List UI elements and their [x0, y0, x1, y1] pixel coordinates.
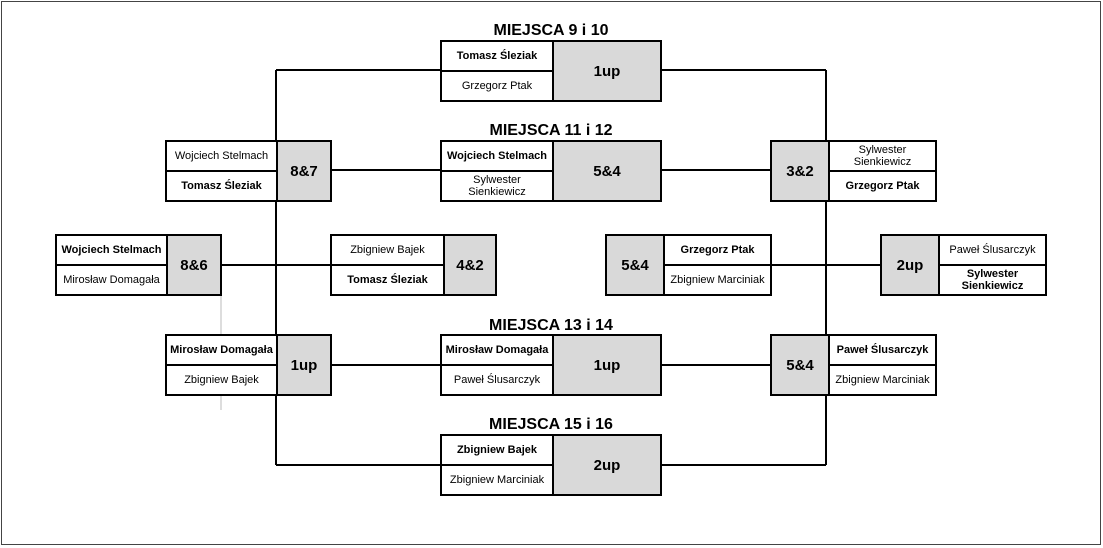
match-score: 8&7: [276, 142, 330, 200]
match-player-winner: Wojciech Stelmach: [446, 150, 548, 162]
match-player: Zbigniew Marciniak: [830, 364, 935, 394]
match-player: Zbigniew Bajek: [350, 244, 425, 256]
match-score: 1up: [552, 336, 660, 394]
match-left-top: Wojciech Stelmach Tomasz Śleziak 8&7: [165, 140, 332, 202]
title-places-9-10: MIEJSCA 9 i 10: [493, 22, 609, 39]
match-player: Sylwester Sienkiewicz: [853, 144, 912, 168]
match-right-outer: 2up Paweł Ślusarczyk Sylwester Sienkiewi…: [880, 234, 1047, 296]
match-player-winner: Mirosław Domagała: [170, 344, 273, 356]
match-score: 4&2: [443, 236, 495, 294]
match-left-outer: Wojciech Stelmach Mirosław Domagała 8&6: [55, 234, 222, 296]
match-player-winner: Sylwester Sienkiewicz: [940, 264, 1045, 294]
match-score: 5&4: [552, 142, 660, 200]
match-score: 3&2: [772, 142, 830, 200]
match-center-right: 5&4 Grzegorz Ptak Zbigniew Marciniak: [605, 234, 772, 296]
match-player: Sylwester Sienkiewicz: [442, 170, 552, 200]
match-player-winner: Paweł Ślusarczyk: [836, 344, 929, 356]
match-score: 5&4: [772, 336, 830, 394]
match-final-13-14: Mirosław Domagała Paweł Ślusarczyk 1up: [440, 334, 662, 396]
match-score: 2up: [882, 236, 940, 294]
match-player: Zbigniew Bajek: [167, 364, 276, 394]
match-player: Mirosław Domagała: [57, 264, 166, 294]
match-player: Zbigniew Marciniak: [665, 264, 770, 294]
match-right-bottom: 5&4 Paweł Ślusarczyk Zbigniew Marciniak: [770, 334, 937, 396]
match-final-11-12: Wojciech Stelmach Sylwester Sienkiewicz …: [440, 140, 662, 202]
match-right-top: 3&2 Sylwester Sienkiewicz Grzegorz Ptak: [770, 140, 937, 202]
match-player-winner: Tomasz Śleziak: [332, 264, 443, 294]
match-player: Paweł Ślusarczyk: [949, 244, 1036, 256]
match-player-winner: Grzegorz Ptak: [680, 244, 755, 256]
match-player: Zbigniew Marciniak: [442, 464, 552, 494]
match-score: 2up: [552, 436, 660, 494]
match-player-winner: Wojciech Stelmach: [61, 244, 162, 256]
match-score: 1up: [552, 42, 660, 100]
match-player: Wojciech Stelmach: [174, 150, 269, 162]
match-player-winner: Grzegorz Ptak: [830, 170, 935, 200]
match-player-winner: Tomasz Śleziak: [456, 50, 538, 62]
title-places-13-14: MIEJSCA 13 i 14: [489, 317, 613, 334]
match-score: 5&4: [607, 236, 665, 294]
match-final-9-10: Tomasz Śleziak Grzegorz Ptak 1up: [440, 40, 662, 102]
match-center-left: Zbigniew Bajek Tomasz Śleziak 4&2: [330, 234, 497, 296]
match-player-winner: Mirosław Domagała: [445, 344, 549, 356]
match-score: 8&6: [166, 236, 220, 294]
match-player: Grzegorz Ptak: [442, 70, 552, 100]
match-player: Paweł Ślusarczyk: [442, 364, 552, 394]
match-player-winner: Zbigniew Bajek: [456, 444, 538, 456]
title-places-15-16: MIEJSCA 15 i 16: [489, 416, 613, 433]
match-left-bottom: Mirosław Domagała Zbigniew Bajek 1up: [165, 334, 332, 396]
title-places-11-12: MIEJSCA 11 i 12: [489, 122, 613, 139]
match-final-15-16: Zbigniew Bajek Zbigniew Marciniak 2up: [440, 434, 662, 496]
match-player-winner: Tomasz Śleziak: [167, 170, 276, 200]
match-score: 1up: [276, 336, 330, 394]
